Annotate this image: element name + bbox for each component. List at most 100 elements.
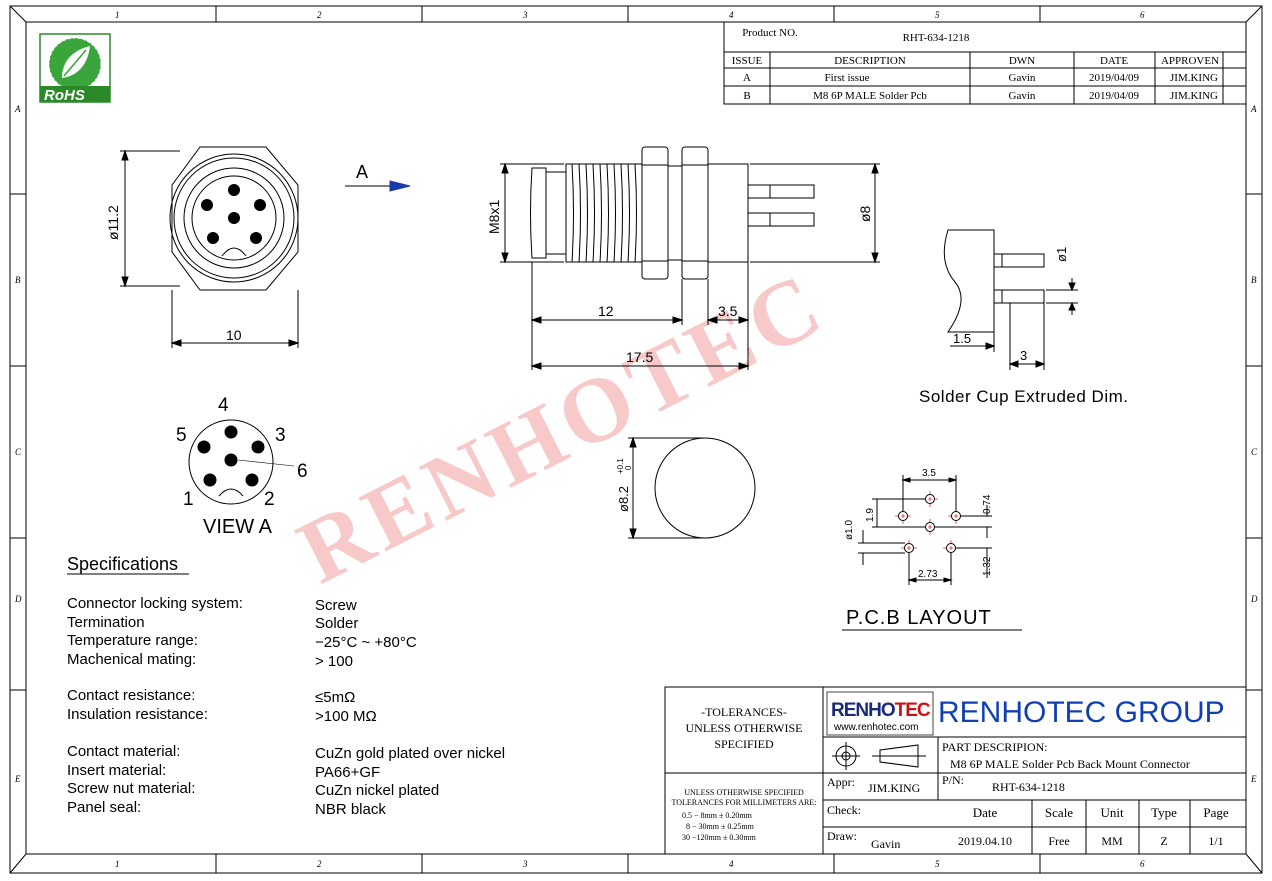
spec-value: −25°C ~ +80°C [315, 634, 417, 651]
col-header-scale: Scale [1045, 805, 1073, 820]
row-label-d: D [1250, 594, 1258, 604]
row-label-d: D [14, 594, 22, 604]
dim-thread-len: 12 [598, 303, 614, 319]
spec-label: Insulation resistance: [67, 706, 208, 723]
rev-a-date: 2019/04/09 [1089, 72, 1140, 84]
col-label-2: 2 [317, 859, 322, 869]
view-a-arrow: A [345, 162, 411, 192]
check-label: Check: [827, 803, 861, 817]
row-label-c: C [1251, 447, 1258, 457]
specifications: Specifications Connector locking system:… [67, 554, 505, 818]
dim-pcb-132: 1.32 [982, 556, 993, 576]
dim-front-dia: ø11.2 [105, 205, 121, 240]
product-no-label: Product NO. [742, 27, 798, 39]
dim-pcb-273: 2.73 [918, 569, 938, 580]
col-header-type: Type [1151, 805, 1177, 820]
thread-line [578, 163, 581, 263]
col-label-5: 5 [935, 10, 940, 20]
pin-label-1: 1 [183, 489, 194, 510]
row-label-c: C [15, 447, 22, 457]
rev-b-issue: B [743, 90, 750, 102]
brand-logo-red: TEC [895, 700, 931, 721]
spec-value: Solder [315, 615, 358, 632]
dim-nut-len: 3.5 [718, 303, 738, 319]
spec-label: Connector locking system: [67, 595, 243, 612]
part-desc-label: PART DESCRIPION: [942, 740, 1048, 754]
brand-logo-black: RENHO [831, 700, 895, 721]
col-label-4: 4 [729, 10, 734, 20]
dim-panel-dia: ø8.2 [616, 486, 631, 512]
spec-value: CuZn gold plated over nickel [315, 745, 505, 762]
spec-value: >100 MΩ [315, 708, 377, 725]
spec-value: > 100 [315, 653, 353, 670]
tol-note-1: UNLESS OTHERWISE SPECIFIED [684, 788, 804, 797]
tol-title-1: -TOLERANCES- [701, 705, 787, 719]
draw-value: Gavin [871, 837, 900, 851]
rohs-text: RoHS [44, 87, 85, 104]
col-label-4: 4 [729, 859, 734, 869]
tol-note-3: 0.5 − 8mm ± 0.20mm [682, 811, 753, 820]
rev-header-description: DESCRIPTION [834, 55, 906, 67]
col-label-5: 5 [935, 859, 940, 869]
company-title-block [664, 686, 1247, 855]
appr-label: Appr: [827, 775, 855, 789]
rohs-logo: RoHS [39, 33, 111, 104]
spec-label: Screw nut material: [67, 780, 195, 797]
rev-b-date: 2019/04/09 [1089, 90, 1140, 102]
spec-label: Insert material: [67, 762, 166, 779]
dim-cup-ext: 3 [1020, 348, 1027, 363]
val-date: 2019.04.10 [958, 834, 1012, 848]
rev-a-dwn: Gavin [1009, 72, 1036, 84]
draw-label: Draw: [827, 829, 857, 843]
tol-title-3: SPECIFIED [714, 737, 774, 751]
panel-cutout [628, 436, 756, 540]
rev-b-description: M8 6P MALE Solder Pcb [813, 90, 927, 102]
solder-cup-detail [943, 229, 1078, 370]
row-label-a: A [14, 104, 21, 114]
front-hex-view [120, 146, 300, 348]
row-label-b: B [15, 275, 21, 285]
watermark: RENHOTEC [283, 251, 841, 603]
spec-value: NBR black [315, 801, 386, 818]
spec-label: Temperature range: [67, 632, 198, 649]
pcb-caption: P.C.B LAYOUT [846, 607, 992, 629]
thread-line [620, 163, 623, 263]
dim-body-dia: ø8 [857, 205, 873, 222]
thread-line [634, 163, 637, 263]
dim-total-len: 17.5 [626, 349, 653, 365]
cup-caption: Solder Cup Extruded Dim. [919, 387, 1128, 406]
thread-line [627, 163, 630, 263]
col-header-date: Date [973, 805, 998, 820]
thread-line [592, 163, 595, 263]
thread-line [585, 163, 588, 263]
dim-pcb-074: 0.74 [982, 494, 993, 514]
arrow-label: A [356, 162, 368, 182]
pn-value: RHT-634-1218 [992, 780, 1065, 794]
row-label-a: A [1250, 104, 1257, 114]
tol-note-4: 8 − 30mm ± 0.25mm [686, 822, 755, 831]
thread-line [606, 163, 609, 263]
spec-value: PA66+GF [315, 764, 380, 781]
col-label-3: 3 [522, 10, 528, 20]
dim-pcb-35: 3.5 [922, 468, 936, 479]
row-label-e: E [14, 774, 21, 784]
rev-b-approven: JIM.KING [1170, 90, 1218, 102]
row-label-e: E [1250, 774, 1257, 784]
thread-line [613, 163, 616, 263]
rev-header-issue: ISSUE [732, 55, 763, 67]
col-header-page: Page [1203, 805, 1229, 820]
tol-note-2: TOLERANCES FOR MILLIMETERS ARE: [672, 798, 817, 807]
view-a-pinout [188, 419, 295, 505]
spec-label: Termination [67, 614, 145, 631]
rev-b-dwn: Gavin [1009, 90, 1036, 102]
rev-a-issue: A [743, 72, 751, 84]
rev-a-approven: JIM.KING [1170, 72, 1218, 84]
pcb-layout [858, 475, 992, 585]
rev-header-dwn: DWN [1009, 55, 1035, 67]
brand-logo: RENHOTEC [831, 700, 931, 721]
part-desc-value: M8 6P MALE Solder Pcb Back Mount Connect… [950, 757, 1190, 771]
row-label-b: B [1251, 275, 1257, 285]
spec-label: Contact material: [67, 743, 180, 760]
spec-heading: Specifications [67, 554, 178, 574]
